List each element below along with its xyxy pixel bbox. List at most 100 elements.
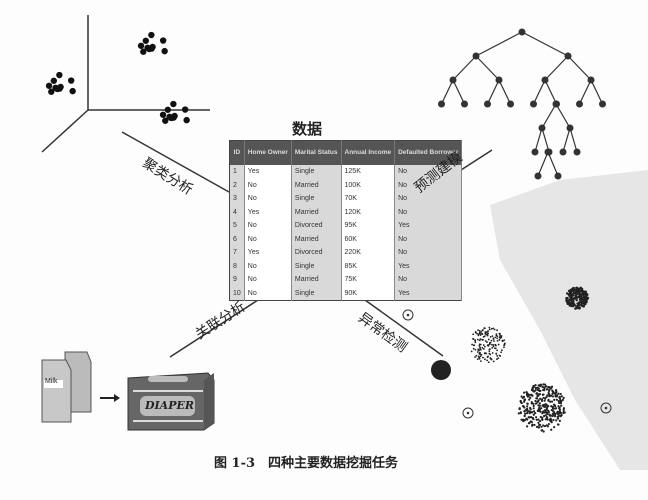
cluster-dot [161,47,168,55]
anomaly-dot [497,343,500,346]
outlier-marker [462,407,474,419]
anomaly-dot [555,419,558,422]
anomaly-dot [501,339,504,342]
anomaly-dot [545,388,549,391]
cluster-dot [52,84,59,91]
anomaly-dot [477,349,480,352]
cluster-dot [164,106,172,113]
table-cell: 8 [229,259,245,273]
cluster-axes [41,15,210,153]
anomaly-dot [526,395,529,398]
anomaly-dot [548,394,551,398]
anomaly-dot [522,418,525,421]
anomaly-dot [482,338,484,341]
tree-edge [452,79,466,105]
table-cell: No [244,232,292,246]
anomaly-dot [547,422,551,426]
anomaly-dot [529,406,532,410]
tree-node [554,172,562,180]
cluster-dot [144,44,151,51]
anomaly-dot [477,329,480,332]
tree-node [530,100,537,108]
tree-edge [541,127,550,153]
tree-node [599,100,606,108]
anomaly-dot [552,418,555,422]
anomaly-dot [557,401,561,405]
anomaly-dot [472,333,475,336]
anomaly-dot [532,404,535,408]
milk-label: Milk [45,378,58,385]
anomaly-dot [543,414,546,418]
anomaly-dot [554,407,558,410]
anomaly-dot [479,346,481,349]
anomaly-dot [545,407,548,410]
anomaly-dot [580,303,583,307]
anomaly-dot [553,426,556,429]
anomaly-dot [550,420,553,424]
anomaly-dot [562,407,566,410]
anomaly-dot [544,403,547,406]
table-cell: Single [291,286,342,301]
cluster-points [45,31,190,124]
anomaly-dot [539,397,542,400]
anomaly-dot [565,297,568,301]
anomaly-dot [485,352,488,355]
anomaly-dot [476,351,479,353]
anomaly-dot [566,299,570,302]
anomaly-dot [526,402,529,405]
tree-edge [544,55,569,81]
anomaly-dot [559,411,563,415]
anomaly-dot [495,344,497,347]
table-cell: Single [291,259,342,273]
column-header: Marital Status [291,140,342,165]
anomaly-dot [546,394,549,397]
anomaly-dot [486,356,489,359]
anomaly-dot [526,405,529,408]
table-cell: No [394,192,463,206]
anomaly-dot [470,350,473,353]
anomaly-dot [537,418,540,421]
anomaly-dot [479,334,482,336]
anomaly-dot [574,293,578,296]
anomaly-dot [576,302,579,305]
anomaly-dot [558,397,562,400]
column-header: Home Owner [244,140,292,165]
table-cell: 6 [229,232,245,246]
table-cell: Yes [394,219,463,233]
anomaly-dot [494,336,497,339]
anomaly-dot [557,400,560,403]
anomaly-dot [537,404,540,407]
anomaly-dot [582,295,586,298]
table-cell: No [394,205,463,219]
anomaly-dot [583,293,586,296]
anomaly-dot [523,391,526,394]
anomaly-dot [540,399,544,402]
anomaly-dot [496,339,499,342]
cluster-dot [159,37,167,44]
anomaly-dot [535,425,539,428]
table-cell: 5 [229,219,245,233]
tree-edge [440,79,454,105]
anomaly-dot [498,338,501,341]
anomaly-dot [486,333,489,336]
table-cell: Yes [394,259,463,273]
table-cell: No [394,246,463,260]
anomaly-dot [546,418,549,421]
table-cell: Yes [244,246,292,260]
cluster-dot [181,106,189,113]
anomaly-dot [498,336,501,338]
anomaly-dot [541,416,544,419]
table-cell: 95K [341,219,396,233]
anomaly-dot [534,399,537,403]
anomaly-dot [525,407,529,411]
anomaly-dot [565,292,569,295]
anomaly-dot [562,411,565,415]
table-cell: Married [291,232,342,246]
anomaly-dot [499,355,502,357]
table-cell: 220K [341,246,396,260]
anomaly-dot [488,326,491,329]
table-cell: No [244,259,292,273]
anomaly-dot [554,389,558,392]
anomaly-dot [525,425,529,428]
